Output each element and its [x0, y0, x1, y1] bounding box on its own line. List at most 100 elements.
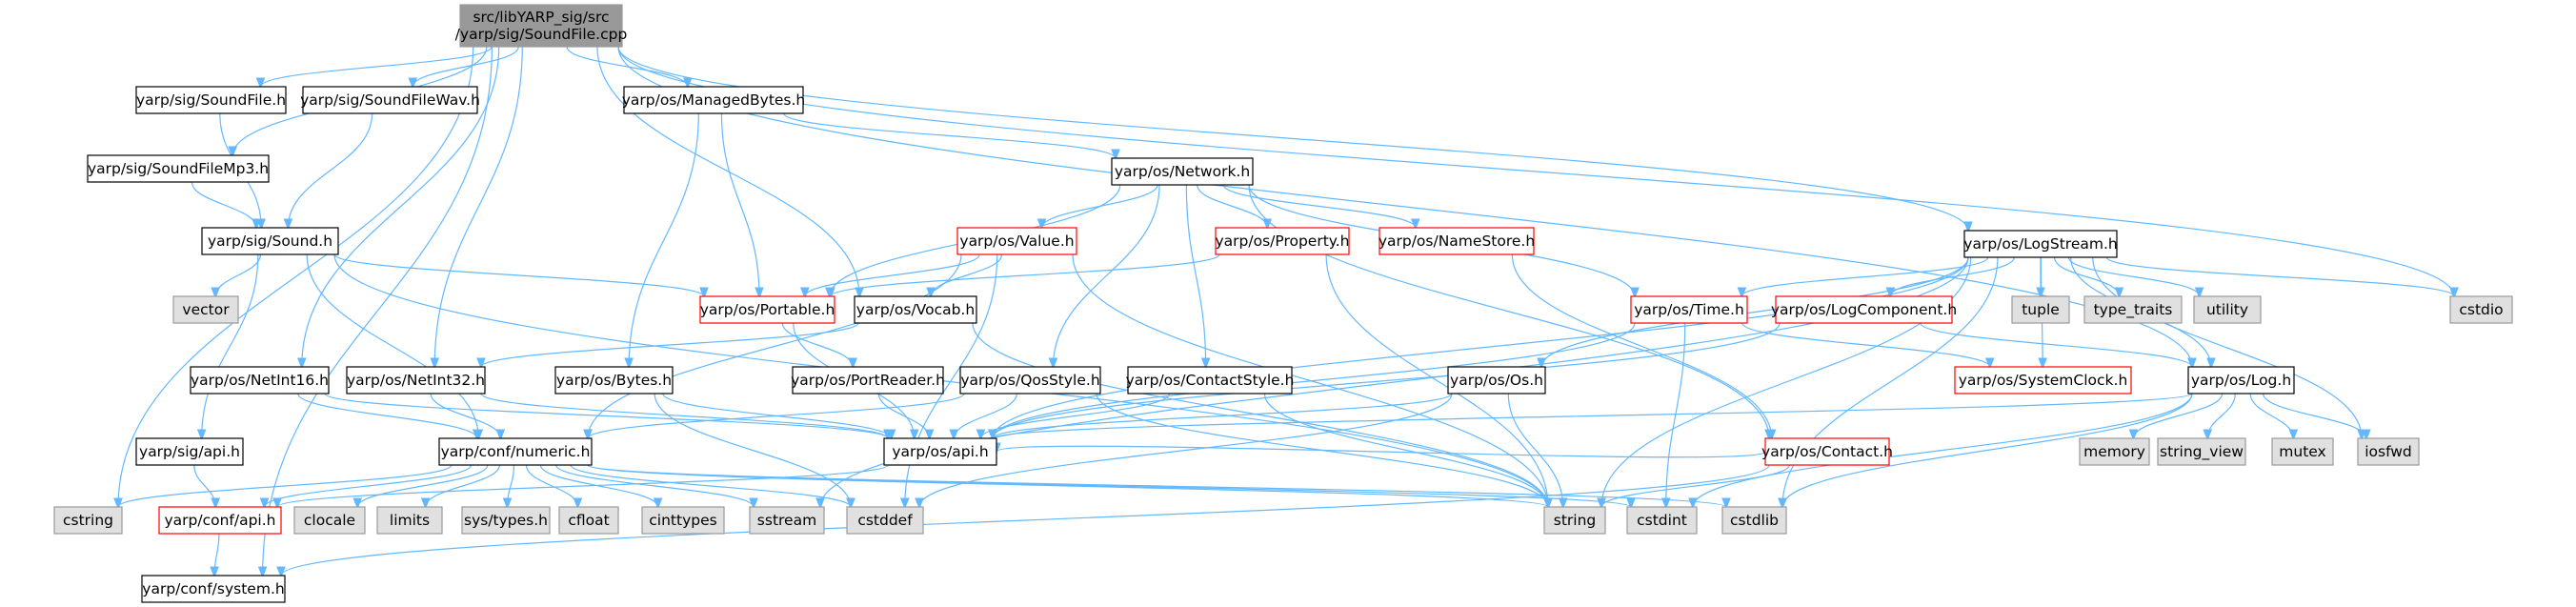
node-bytes-h[interactable]: yarp/os/Bytes.h: [554, 366, 674, 395]
node-portable-h[interactable]: yarp/os/Portable.h: [699, 295, 835, 324]
edge-contact-h-to-string: [1601, 464, 1790, 507]
node-box: [346, 366, 486, 395]
node-sound-h[interactable]: yarp/sig/Sound.h: [201, 227, 339, 255]
edge-log-h-to-cstdint: [1693, 393, 2193, 507]
node-contact-h[interactable]: yarp/os/Contact.h: [1761, 437, 1893, 466]
node-box: [1963, 230, 2118, 258]
node-soundfilewav-h[interactable]: yarp/sig/SoundFileWav.h: [300, 86, 480, 114]
node-box: [1721, 506, 1787, 535]
node-label: yarp/os/NetInt16.h: [191, 372, 329, 389]
edge-line: [202, 253, 259, 438]
edge-sound-h-to-vector: [215, 253, 261, 296]
edge-line: [931, 253, 1003, 296]
edge-root-to-soundfilewav-h: [413, 46, 519, 87]
edge-time-h-to-systemclock-h: [1741, 322, 1990, 367]
edge-managedbytes-h-to-bytes-h: [629, 112, 699, 367]
edge-line: [480, 393, 888, 438]
edge-line: [357, 464, 489, 507]
node-property-h[interactable]: yarp/os/Property.h: [1215, 227, 1350, 255]
edge-conf-numeric-h-to-clocale: [357, 464, 489, 507]
node-label: yarp/os/Network.h: [1115, 163, 1250, 180]
edge-managedbytes-h-to-network-h: [783, 112, 1116, 158]
node-conf-system-h[interactable]: yarp/conf/system.h: [141, 575, 286, 603]
node-soundfilemp3-h[interactable]: yarp/sig/SoundFileMp3.h: [87, 154, 270, 183]
node-box: [190, 366, 330, 395]
node-netint32-h[interactable]: yarp/os/NetInt32.h: [346, 366, 486, 395]
node-label: type_traits: [2094, 301, 2173, 319]
edge-line: [919, 393, 1453, 507]
node-qosstyle-h[interactable]: yarp/os/QosStyle.h: [959, 366, 1101, 395]
edge-line: [265, 464, 473, 507]
node-box: [1111, 157, 1254, 186]
node-contactstyle-h[interactable]: yarp/os/ContactStyle.h: [1126, 366, 1295, 395]
node-vocab-h[interactable]: yarp/os/Vocab.h: [854, 295, 977, 324]
node-soundfile-h[interactable]: yarp/sig/SoundFile.h: [135, 86, 287, 114]
node-value-h[interactable]: yarp/os/Value.h: [956, 227, 1077, 255]
node-os-h[interactable]: yarp/os/Os.h: [1447, 366, 1546, 395]
edge-conf-numeric-h-to-cstdlib: [587, 464, 1726, 507]
node-netint16-h[interactable]: yarp/os/NetInt16.h: [190, 366, 330, 395]
edge-os-h-to-string: [1507, 393, 1562, 507]
node-box: [293, 506, 366, 535]
node-box: [956, 227, 1077, 255]
node-conf-numeric-h[interactable]: yarp/conf/numeric.h: [438, 437, 593, 466]
node-box: [1626, 506, 1698, 535]
node-cstdio: cstdio: [2449, 295, 2513, 324]
edge-conf-numeric-h-to-string: [587, 464, 1548, 507]
node-box: [558, 506, 619, 535]
node-label: cstdio: [2459, 301, 2503, 318]
edge-log-h-to-iosfwd: [2263, 393, 2366, 438]
node-label: cinttypes: [649, 512, 716, 529]
edge-soundfilewav-h-to-sound-h: [288, 112, 373, 228]
node-box: [2187, 366, 2295, 395]
edge-line: [617, 46, 1968, 231]
edge-root-to-logstream-h: [617, 46, 1968, 231]
node-box: [846, 506, 924, 535]
edge-netint32-h-to-os-api-h: [480, 393, 888, 438]
edge-line: [972, 322, 1548, 507]
edge-conf-numeric-h-to-cinttypes: [539, 464, 657, 507]
edge-line: [430, 393, 500, 438]
node-label: sys/types.h: [464, 512, 548, 529]
edge-contact-h-to-conf-system-h: [281, 464, 1770, 576]
edge-line: [2092, 256, 2362, 438]
edge-line: [1325, 253, 1548, 507]
edge-line: [2067, 256, 2199, 296]
node-systemclock-h[interactable]: yarp/os/SystemClock.h: [1954, 366, 2132, 395]
edge-line: [324, 393, 888, 438]
node-label: yarp/os/ContactStyle.h: [1126, 372, 1295, 389]
node-portreader-h[interactable]: yarp/os/PortReader.h: [791, 366, 945, 395]
node-iosfwd: iosfwd: [2357, 437, 2420, 466]
node-label: src/libYARP_sig/src: [473, 9, 609, 27]
edge-managedbytes-h-to-portable-h: [720, 112, 759, 296]
node-os-api-h[interactable]: yarp/os/api.h: [883, 437, 997, 466]
node-root[interactable]: src/libYARP_sig/src/yarp/sig/SoundFile.c…: [455, 4, 628, 48]
edge-line: [333, 253, 704, 296]
node-label: yarp/os/api.h: [892, 443, 988, 460]
edge-line: [570, 464, 851, 507]
edge-logstream-h-to-os-h: [1541, 256, 1969, 367]
node-label: tuple: [2022, 301, 2060, 318]
node-log-h[interactable]: yarp/os/Log.h: [2187, 366, 2295, 395]
node-conf-api-h[interactable]: yarp/conf/api.h: [158, 506, 282, 535]
node-cstdlib: cstdlib: [1721, 506, 1787, 535]
node-time-h[interactable]: yarp/os/Time.h: [1630, 295, 1748, 324]
node-managedbytes-h[interactable]: yarp/os/ManagedBytes.h: [622, 86, 806, 114]
edge-line: [587, 464, 1548, 507]
node-namestore-h[interactable]: yarp/os/NameStore.h: [1379, 227, 1535, 255]
edge-logcomponent-h-to-os-api-h: [993, 322, 1781, 438]
edge-line: [263, 46, 493, 576]
edge-line: [1197, 184, 1268, 228]
edge-property-h-to-string: [1325, 253, 1548, 507]
node-network-h[interactable]: yarp/os/Network.h: [1111, 157, 1254, 186]
node-label: yarp/os/Vocab.h: [856, 301, 975, 318]
node-logstream-h[interactable]: yarp/os/LogStream.h: [1963, 230, 2118, 258]
node-sig-api-h[interactable]: yarp/sig/api.h: [135, 437, 244, 466]
edge-value-h-to-cstddef: [905, 253, 998, 507]
node-string: string: [1543, 506, 1606, 535]
edge-netint16-h-to-conf-numeric-h: [297, 393, 477, 438]
node-memory: memory: [2079, 437, 2150, 466]
edge-line: [996, 446, 1766, 458]
edge-logstream-h-to-os-api-h: [993, 256, 1969, 438]
node-logcomponent-h[interactable]: yarp/os/LogComponent.h: [1771, 295, 1957, 324]
